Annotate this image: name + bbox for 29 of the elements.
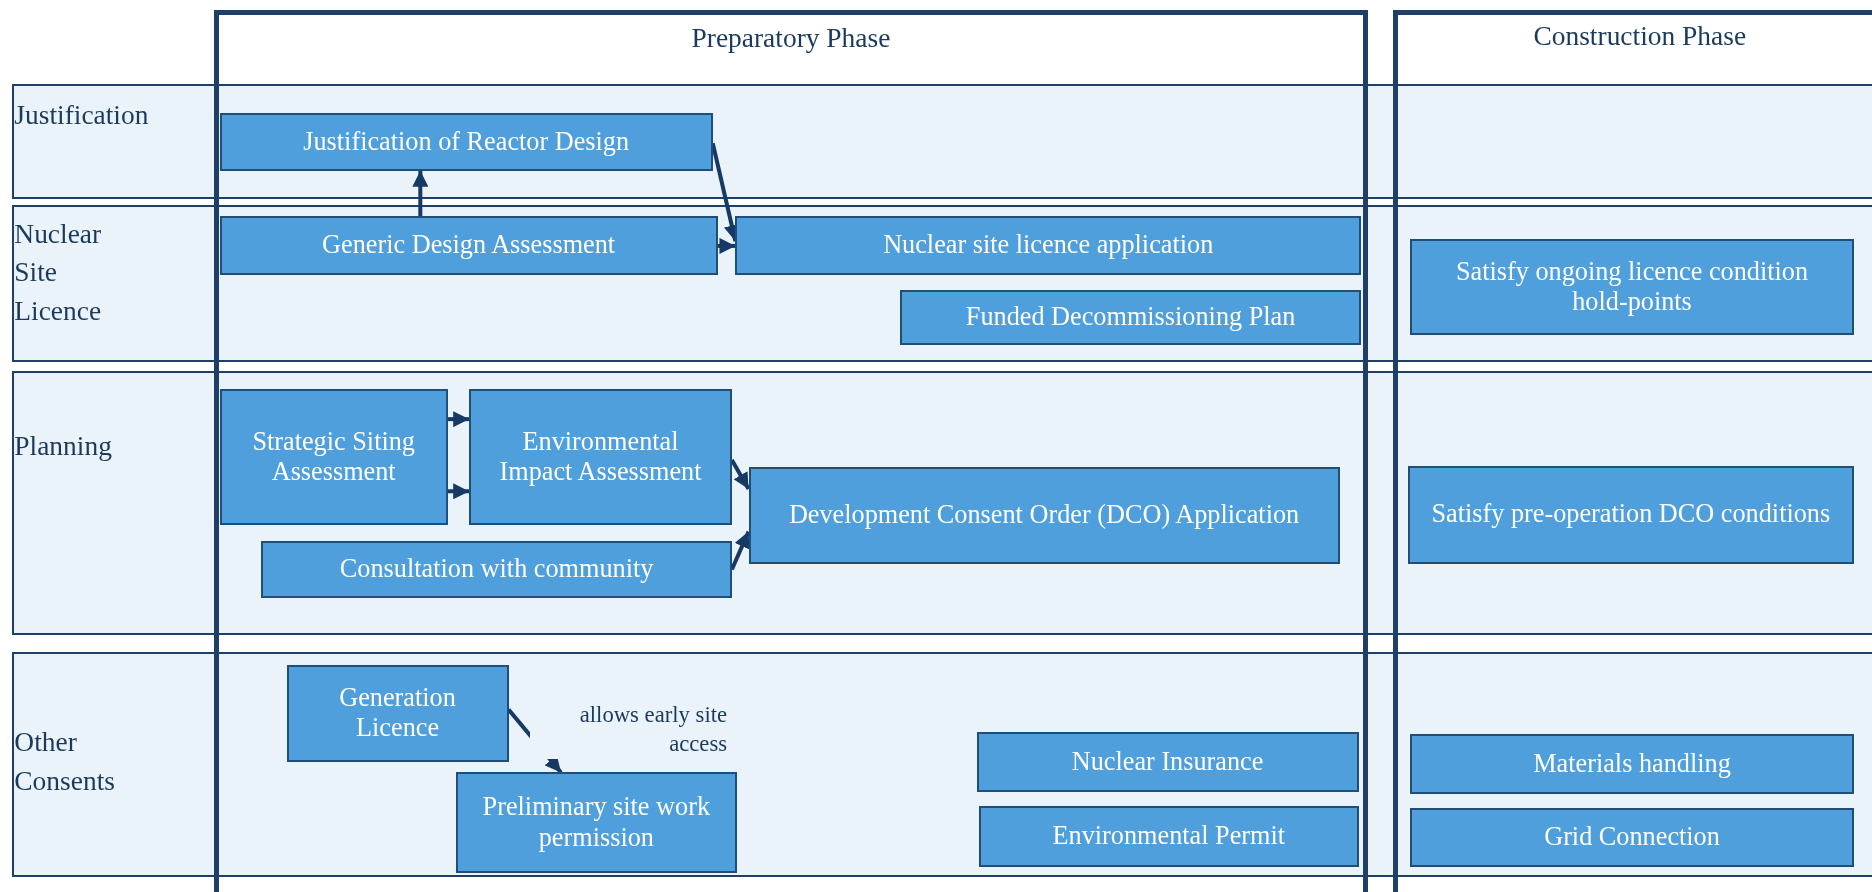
process-box: Funded Decommissioning Plan — [900, 290, 1361, 345]
process-box: Generation Licence — [286, 665, 509, 762]
arrow — [507, 708, 563, 774]
phase-heading: Preparatory Phase — [690, 22, 892, 56]
lane-label: Other Consents — [14, 726, 116, 798]
process-box: Generic Design Assessment — [219, 216, 718, 275]
process-box: Satisfy pre-operation DCO conditions — [1407, 465, 1855, 564]
process-box: Nuclear site licence application — [735, 216, 1361, 275]
process-box: Justification of Reactor Design — [219, 113, 713, 171]
process-box: Strategic Siting Assessment — [219, 389, 448, 526]
process-box: Satisfy ongoing licence condition hold-points — [1409, 238, 1855, 336]
process-box: Grid Connection — [1409, 808, 1855, 867]
process-box: Environmental Impact Assessment — [469, 389, 732, 526]
lane-label: Planning — [14, 430, 113, 464]
process-box: Preliminary site work permission — [456, 772, 737, 873]
lane-label: Justification — [14, 98, 150, 132]
process-box: Nuclear Insurance — [976, 731, 1359, 792]
process-box: Environmental Permit — [978, 805, 1359, 867]
phase-heading: Construction Phase — [1532, 19, 1748, 53]
process-box: Materials handling — [1409, 734, 1855, 794]
process-box: Consultation with community — [261, 540, 732, 599]
process-box: Development Consent Order (DCO) Application — [748, 466, 1340, 564]
arrow — [447, 483, 470, 500]
arrow — [717, 237, 736, 254]
arrow — [447, 411, 470, 428]
arrow — [412, 170, 429, 217]
arrow — [730, 530, 751, 571]
arrow — [730, 459, 751, 491]
lane-label: Nuclear Site Licence — [14, 217, 103, 328]
